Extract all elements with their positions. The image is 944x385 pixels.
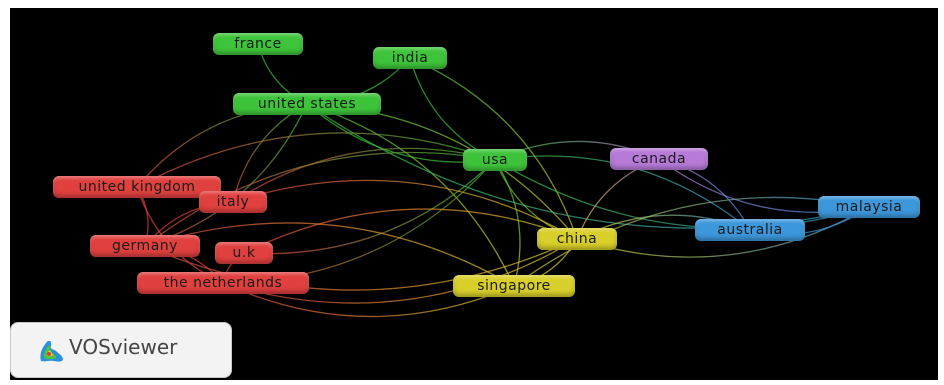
- link-singapore-germany: [144, 222, 515, 287]
- node-australia[interactable]: australia: [695, 219, 805, 241]
- node-germany[interactable]: germany: [90, 235, 200, 257]
- node-united-kingdom[interactable]: united kingdom: [53, 176, 221, 198]
- link-united-states-malaysia: [306, 103, 870, 229]
- link-singapore-malaysia: [513, 196, 870, 287]
- link-china-uk: [243, 208, 578, 254]
- node-singapore[interactable]: singapore: [453, 275, 575, 297]
- vosviewer-logo-icon: [40, 340, 63, 362]
- link-usa-uk: [243, 159, 496, 255]
- vosviewer-logo: VOSviewer: [10, 322, 232, 378]
- node-united-states[interactable]: united states: [233, 93, 381, 115]
- link-united-kingdom-usa: [136, 132, 496, 188]
- node-the-netherlands[interactable]: the netherlands: [137, 272, 309, 294]
- node-italy[interactable]: italy: [199, 191, 267, 213]
- node-malaysia[interactable]: malaysia: [818, 196, 920, 218]
- link-china-the-netherlands: [222, 238, 578, 304]
- node-usa[interactable]: usa: [463, 149, 527, 171]
- link-india-china: [409, 57, 578, 240]
- link-usa-italy: [232, 147, 496, 203]
- node-china[interactable]: china: [537, 228, 617, 250]
- link-china-germany: [144, 238, 578, 291]
- node-france[interactable]: france: [213, 33, 303, 55]
- link-usa-germany: [144, 151, 496, 247]
- node-canada[interactable]: canada: [610, 148, 708, 170]
- link-india-usa: [409, 57, 496, 161]
- link-united-states-singapore: [306, 103, 515, 287]
- link-usa-malaysia: [494, 159, 870, 229]
- node-india[interactable]: india: [373, 47, 447, 69]
- link-singapore-the-netherlands: [222, 282, 515, 318]
- node-uk[interactable]: u.k: [215, 242, 273, 264]
- app-name: VOSviewer: [69, 335, 178, 359]
- link-china-italy: [232, 179, 578, 240]
- network-canvas[interactable]: france india united states usa canada un…: [10, 8, 938, 380]
